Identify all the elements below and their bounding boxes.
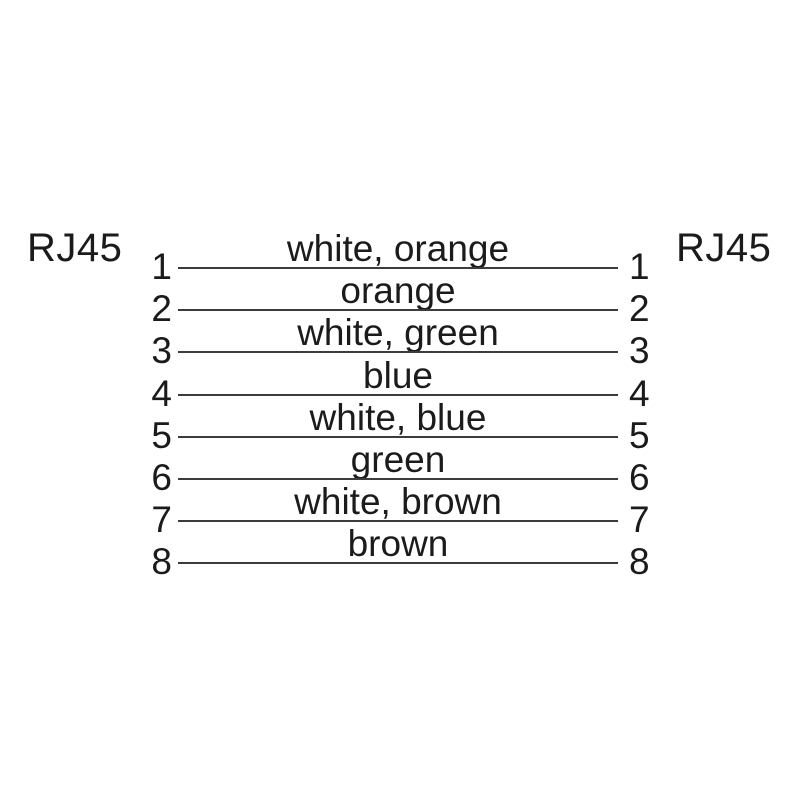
wire-row-5: 5 white, blue 5 [0, 397, 800, 455]
pin-number-right: 6 [629, 457, 650, 498]
wire-line [178, 478, 618, 480]
right-connector-label: RJ45 [676, 226, 772, 270]
pin-number-right: 3 [629, 330, 650, 371]
wire-row-6: 6 green 6 [0, 439, 800, 497]
pin-number-left: 7 [151, 499, 172, 540]
pin-number-left: 2 [151, 288, 172, 329]
wire-line [178, 436, 618, 438]
wire-line [178, 351, 618, 353]
wire-color-label: green [350, 439, 446, 480]
wire-line [178, 309, 618, 311]
wire-row-1: 1 white, orange 1 [0, 228, 800, 286]
pin-number-right: 1 [629, 246, 650, 287]
pin-number-right: 7 [629, 499, 650, 540]
wire-row-7: 7 white, brown 7 [0, 481, 800, 539]
wire-row-4: 4 blue 4 [0, 355, 800, 413]
pin-number-left: 4 [151, 373, 172, 414]
pin-number-left: 3 [151, 330, 172, 371]
pin-number-left: 6 [151, 457, 172, 498]
wire-row-2: 2 orange 2 [0, 270, 800, 328]
wire-color-label: white, brown [294, 481, 502, 522]
wire-color-label: blue [363, 355, 433, 396]
pin-number-left: 8 [151, 541, 172, 582]
wire-color-label: orange [340, 270, 456, 311]
wire-color-label: brown [347, 523, 449, 564]
pin-number-right: 2 [629, 288, 650, 329]
pin-number-right: 8 [629, 541, 650, 582]
wire-color-label: white, blue [309, 397, 487, 438]
pin-number-right: 4 [629, 373, 650, 414]
wire-line [178, 267, 618, 269]
wire-line [178, 394, 618, 396]
wire-line [178, 562, 618, 564]
wire-color-label: white, orange [286, 228, 510, 269]
wire-line [178, 520, 618, 522]
pin-number-left: 5 [151, 415, 172, 456]
pin-number-left: 1 [151, 246, 172, 287]
wire-row-8: 8 brown 8 [0, 523, 800, 581]
wire-color-label: white, green [297, 312, 499, 353]
pin-number-right: 5 [629, 415, 650, 456]
wire-row-3: 3 white, green 3 [0, 312, 800, 370]
left-connector-label: RJ45 [27, 226, 123, 270]
